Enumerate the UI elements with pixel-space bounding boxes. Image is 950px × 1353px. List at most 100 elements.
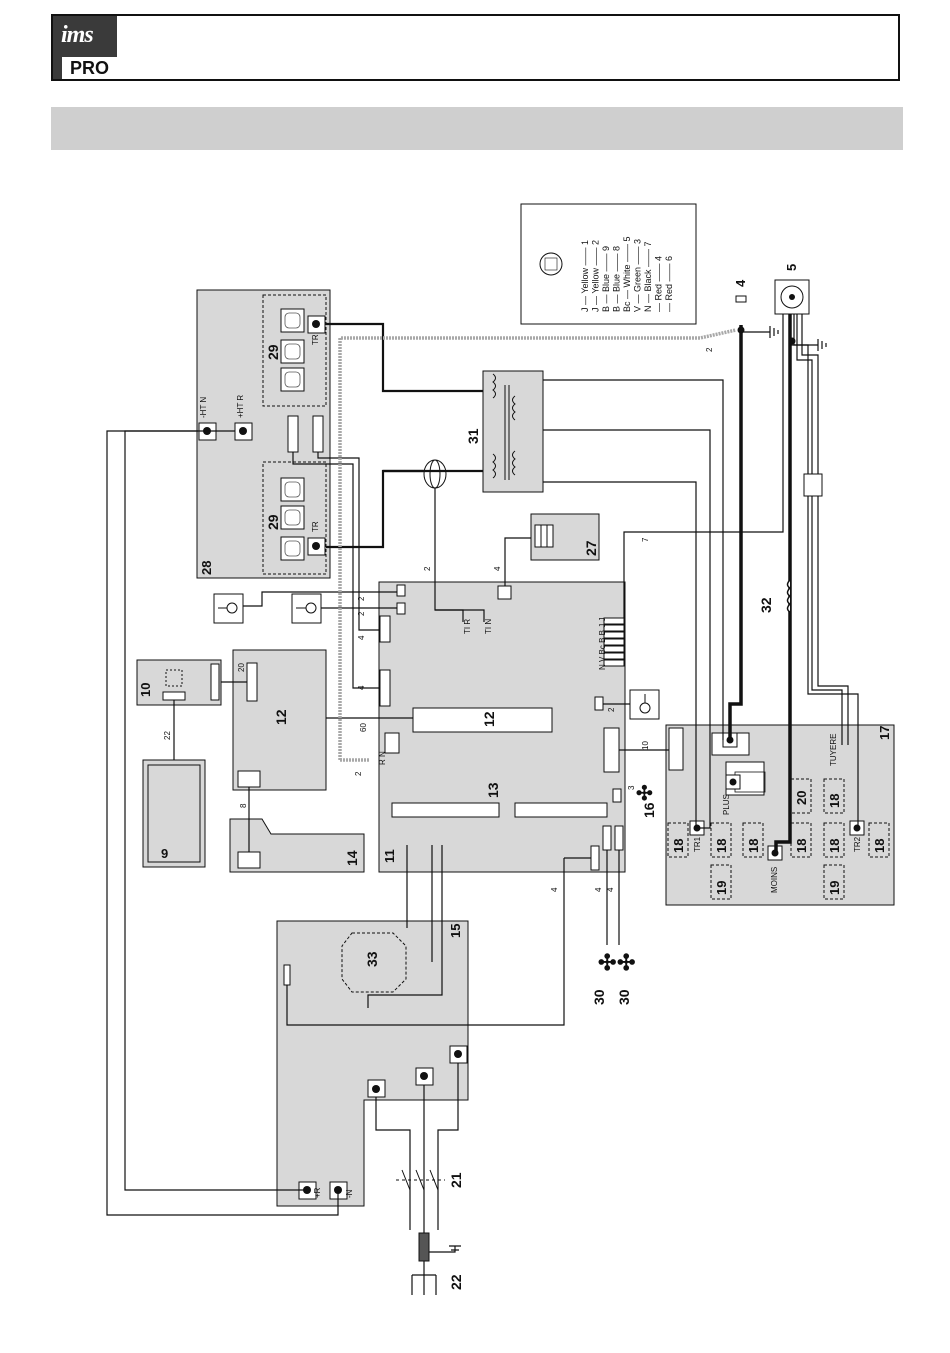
label-plus-r: +R bbox=[313, 1187, 322, 1198]
fan-icon-30b: ✣ bbox=[617, 950, 635, 975]
label-ht-n: -HT N bbox=[199, 397, 208, 418]
logo-pro-text: PRO bbox=[62, 57, 117, 79]
label-ht-r: +HT R bbox=[236, 395, 245, 418]
key-switch-icon-3 bbox=[629, 689, 660, 720]
logo-ims-text: ims bbox=[61, 22, 94, 48]
legend-row: J — Yellow —— 2 bbox=[591, 240, 601, 312]
legend-row: — Red —— 4 bbox=[654, 256, 664, 312]
wire-22: 22 bbox=[163, 731, 172, 740]
wire-count-labels: 2 2 2 2 2 2 3 4 4 4 4 4 4 7 8 10 20 22 6… bbox=[163, 347, 714, 892]
label-11: 11 bbox=[382, 849, 397, 863]
mains-switch-21 bbox=[396, 1169, 445, 1262]
label-9: 9 bbox=[161, 846, 168, 861]
label-28: 28 bbox=[199, 561, 214, 575]
label-10: 10 bbox=[138, 683, 153, 697]
legend-row: B — Blue —— 8 bbox=[612, 246, 622, 312]
label-16: 16 bbox=[641, 802, 657, 818]
title-band bbox=[51, 107, 903, 150]
label-19-1: 19 bbox=[714, 881, 729, 895]
terminal-labels: -HT N +HT R TR TR TR1 TR2 PLUS MOINS TUY… bbox=[199, 334, 862, 1198]
label-29a: 29 bbox=[265, 344, 281, 360]
label-rn: R N bbox=[378, 751, 387, 765]
legend-row: B — Blue —— 9 bbox=[601, 246, 611, 312]
legend-row: V — Green —— 3 bbox=[633, 239, 643, 312]
label-12a: 12 bbox=[273, 709, 289, 725]
legend-row: J — Yellow —— 1 bbox=[580, 240, 590, 312]
label-18-4: 18 bbox=[794, 839, 809, 853]
relay-labels: 18 18 18 18 18 18 18 19 19 bbox=[671, 794, 887, 895]
label-tuyere: TUYERE bbox=[829, 734, 838, 766]
board-28 bbox=[196, 289, 331, 579]
board-17 bbox=[665, 724, 895, 906]
label-14: 14 bbox=[344, 850, 360, 866]
label-tr1: TR1 bbox=[693, 836, 702, 852]
key-switch-icon-2 bbox=[291, 593, 322, 624]
wire-4-e: 4 bbox=[594, 887, 603, 892]
label-18-7: 18 bbox=[827, 794, 842, 808]
label-5: 5 bbox=[784, 264, 799, 271]
label-tr2: TR2 bbox=[853, 836, 862, 852]
wires bbox=[106, 300, 859, 1295]
label-27: 27 bbox=[583, 540, 599, 556]
label-18-3: 18 bbox=[746, 839, 761, 853]
label-20: 20 bbox=[794, 791, 809, 805]
wire-4-b: 4 bbox=[357, 635, 366, 640]
legend-row: Bc — White —— 5 bbox=[622, 236, 632, 312]
wire-4-c: 4 bbox=[357, 685, 366, 690]
label-4: 4 bbox=[733, 279, 748, 287]
label-18-6: 18 bbox=[872, 839, 887, 853]
label-plus: PLUS bbox=[722, 794, 731, 815]
wire-60: 60 bbox=[359, 723, 368, 732]
key-switch-icon-1 bbox=[213, 593, 244, 624]
wire-8: 8 bbox=[239, 803, 248, 808]
label-33: 33 bbox=[364, 951, 380, 967]
label-18-5: 18 bbox=[827, 839, 842, 853]
fan-icon-30a: ✣ bbox=[598, 950, 616, 975]
transformer-31 bbox=[482, 370, 544, 493]
label-15: 15 bbox=[448, 924, 463, 938]
label-32: 32 bbox=[758, 597, 774, 613]
component-27 bbox=[530, 513, 600, 561]
wire-20: 20 bbox=[237, 663, 246, 672]
label-22: 22 bbox=[448, 1274, 464, 1290]
label-12b: 12 bbox=[481, 711, 497, 727]
label-17: 17 bbox=[877, 726, 892, 740]
label-moins: MOINS bbox=[770, 867, 779, 893]
label-ti-n: TI N bbox=[484, 619, 493, 634]
coax-ferrite-icon bbox=[423, 459, 447, 489]
connector-pinout-icon bbox=[539, 252, 563, 276]
wire-7: 7 bbox=[641, 537, 650, 542]
junction-block bbox=[803, 473, 823, 497]
label-19-2: 19 bbox=[827, 881, 842, 895]
wire-2-b: 2 bbox=[423, 566, 432, 571]
wire-10: 10 bbox=[641, 741, 650, 750]
label-tr-top: TR bbox=[311, 334, 320, 345]
component-10 bbox=[136, 659, 222, 706]
wire-2-c: 2 bbox=[357, 596, 366, 601]
connector-5-icon bbox=[774, 279, 810, 345]
label-30b: 30 bbox=[616, 989, 632, 1005]
ims-pro-logo: ims PRO bbox=[53, 16, 117, 79]
legend-row: — Red —— 6 bbox=[664, 256, 674, 312]
legend-row: N — Black —— 7 bbox=[643, 241, 653, 312]
component-14 bbox=[229, 818, 365, 873]
wire-2-d: 2 bbox=[357, 611, 366, 616]
label-minus-n: -N bbox=[345, 1189, 354, 1198]
label-18-1: 18 bbox=[671, 839, 686, 853]
label-30a: 30 bbox=[591, 989, 607, 1005]
board-12 bbox=[232, 649, 327, 791]
main-board-11 bbox=[378, 581, 626, 873]
label-ti-r: TI R bbox=[463, 619, 472, 634]
label-29b: 29 bbox=[265, 514, 281, 530]
label-wire-codes: N V Bc B B J J bbox=[598, 618, 607, 670]
wire-2-a: 2 bbox=[705, 347, 714, 352]
label-tr-bottom: TR bbox=[311, 521, 320, 532]
display-9 bbox=[142, 759, 206, 868]
fan-icon-16: ✣ bbox=[636, 783, 653, 805]
shielded-cable bbox=[338, 328, 737, 760]
choke-32-icon bbox=[786, 579, 792, 613]
label-13: 13 bbox=[485, 782, 501, 798]
label-31: 31 bbox=[465, 428, 481, 444]
